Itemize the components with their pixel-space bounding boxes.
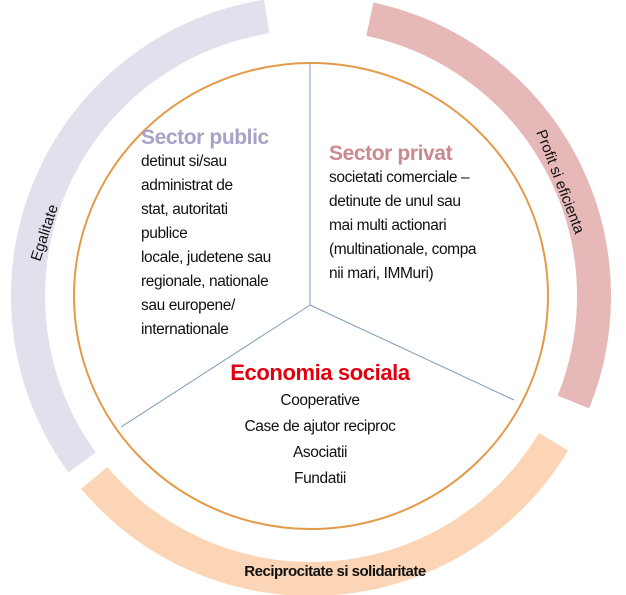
description-line: Asociatii — [292, 444, 348, 461]
private-sector-block: Sector privat societati comerciale – deti… — [329, 142, 477, 286]
divider-right — [309, 304, 515, 401]
arc-label-social: Reciprocitate si solidaritate — [244, 563, 426, 580]
description-line: stat, autoritati — [141, 201, 228, 218]
ring-arc-social — [81, 432, 569, 595]
public-sector-description: detinut si/sau administrat de stat, autori… — [141, 150, 271, 342]
divider-left — [120, 304, 311, 428]
private-sector-title: Sector privat — [329, 142, 453, 165]
description-line: nii mari, IMMuri) — [329, 265, 434, 282]
social-economy-title: Economia sociala — [230, 360, 410, 385]
description-line: detinute de unul sau — [329, 193, 461, 210]
description-line: detinut si/sau — [141, 153, 227, 170]
public-sector-block: Sector public detinut si/sau administrat … — [141, 126, 271, 342]
description-line: Case de ajutor reciproc — [244, 418, 396, 435]
sector-circle — [73, 62, 549, 530]
ring-arc-private — [366, 2, 611, 409]
public-sector-title: Sector public — [141, 126, 269, 149]
description-line: regionale, nationale — [141, 273, 269, 290]
ring-arc-public — [11, 0, 270, 473]
description-line: societati comerciale – — [329, 169, 470, 186]
private-sector-description: societati comerciale – detinute de unul s… — [329, 166, 477, 286]
description-line: internationale — [141, 321, 229, 338]
description-line: (multinationale, compa — [329, 241, 477, 258]
description-line: mai multi actionari — [329, 217, 447, 234]
description-line: sau europene/ — [141, 297, 235, 314]
description-line: Cooperative — [280, 392, 360, 409]
description-line: locale, judetene sau — [141, 249, 271, 266]
description-line: Fundatii — [294, 470, 346, 487]
description-line: publice — [141, 225, 188, 242]
description-line: administrat de — [141, 177, 233, 194]
